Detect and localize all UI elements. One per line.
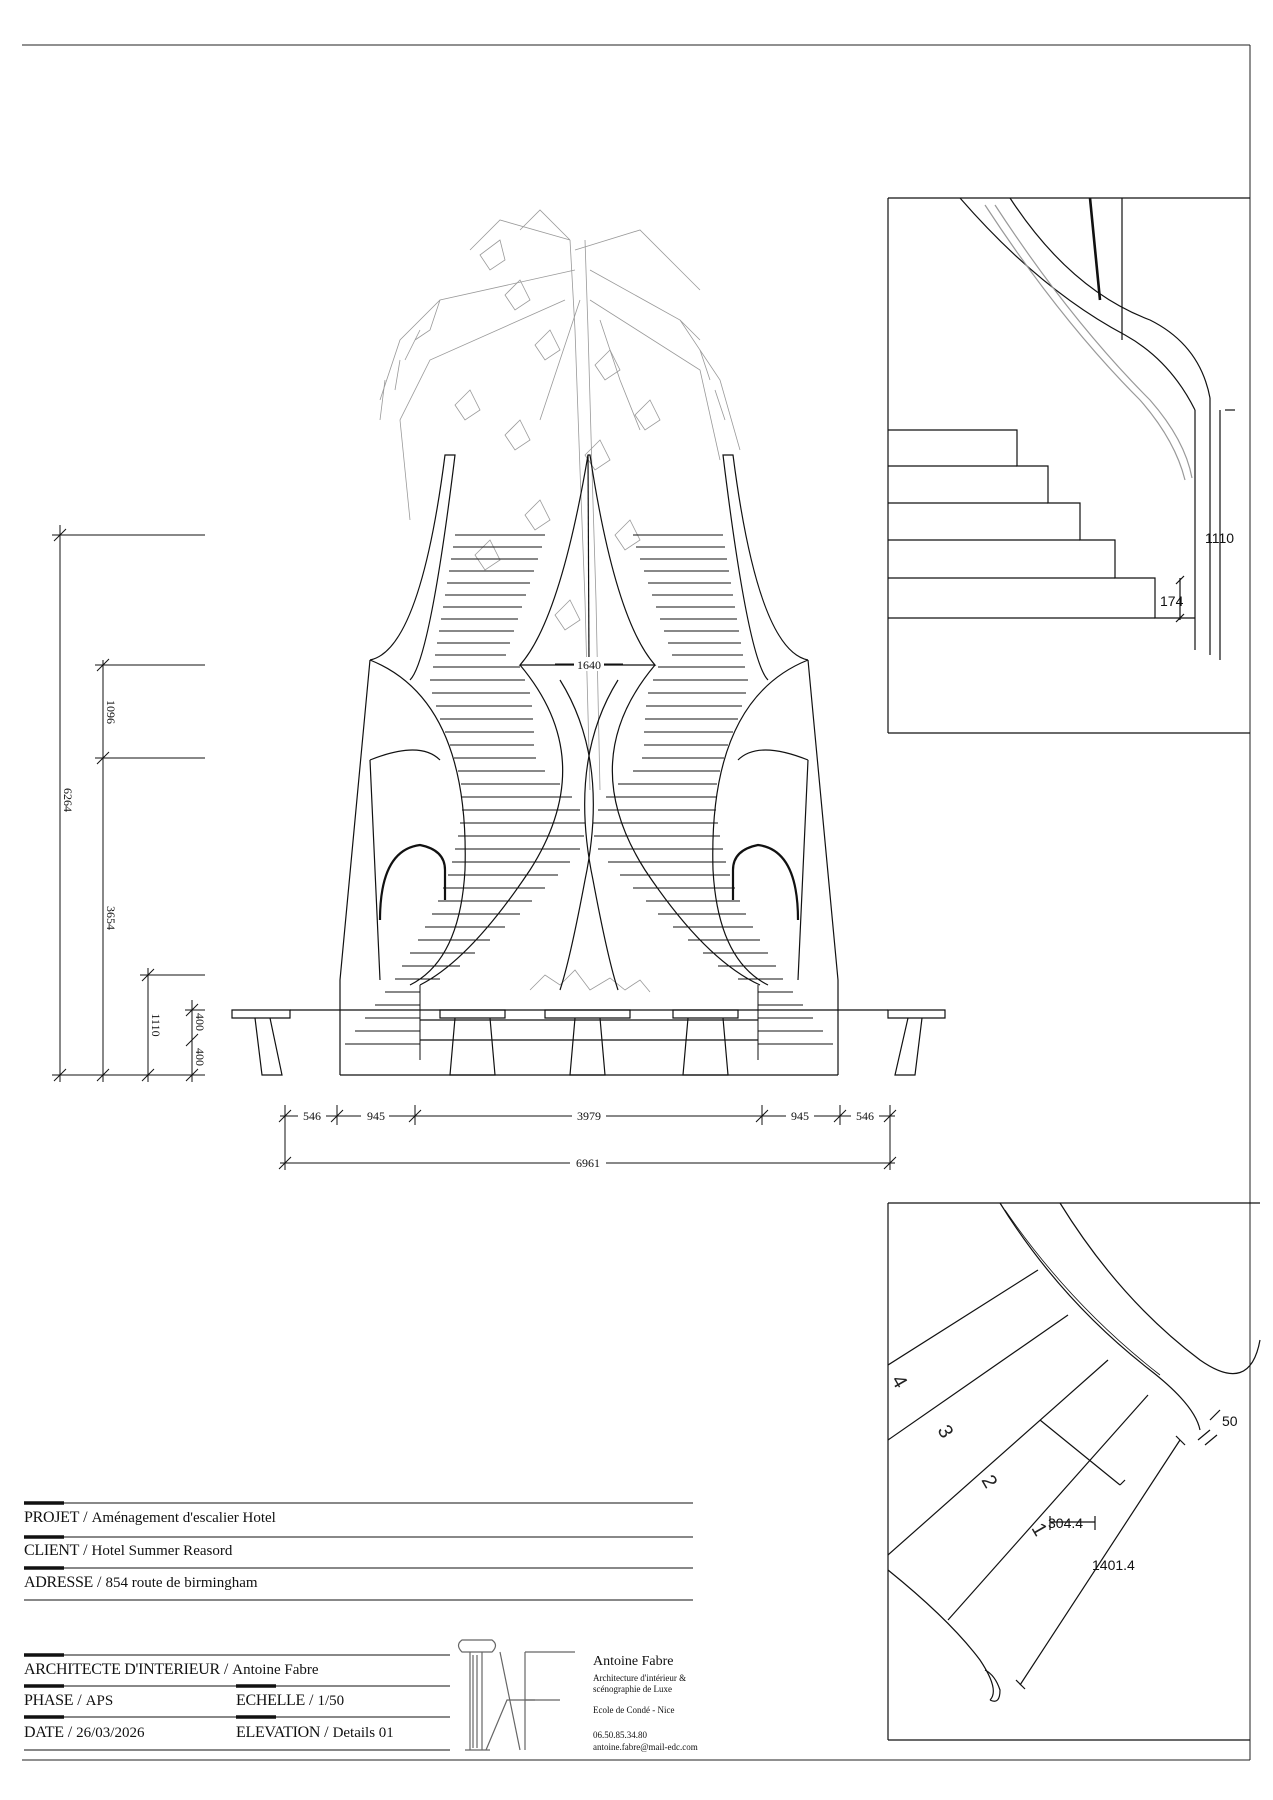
echelle-separator: / bbox=[305, 1692, 318, 1709]
client-row: CLIENT / Hotel Summer Reasord bbox=[24, 1542, 232, 1560]
detail-bottom-dim-50: 50 bbox=[1222, 1413, 1238, 1429]
detail-top-dim-174: 174 bbox=[1160, 593, 1184, 609]
dim-1110: 1110 bbox=[149, 1013, 163, 1036]
dim-945-left: 945 bbox=[367, 1109, 385, 1123]
architecte-row: ARCHITECTE D'INTERIEUR / Antoine Fabre bbox=[24, 1661, 319, 1679]
firm-phone: 06.50.85.34.80 bbox=[593, 1730, 647, 1740]
phase-label: PHASE bbox=[24, 1692, 74, 1709]
detail-bottom-dim-1401-4: 1401.4 bbox=[1092, 1557, 1135, 1573]
phase-row: PHASE / APS bbox=[24, 1692, 113, 1710]
title-block-lines bbox=[24, 1501, 693, 1751]
detail-top-stair-section bbox=[887, 197, 1250, 734]
projet-row: PROJET / Aménagement d'escalier Hotel bbox=[24, 1509, 276, 1527]
detail-top-dim-1110: 1110 bbox=[1205, 530, 1234, 546]
step-number-2: 2 bbox=[977, 1471, 1002, 1492]
architecte-separator: / bbox=[219, 1661, 233, 1678]
firm-email: antoine.fabre@mail-edc.com bbox=[593, 1742, 698, 1752]
dim-546-left: 546 bbox=[303, 1109, 321, 1123]
projet-separator: / bbox=[79, 1509, 92, 1526]
projet-value: Aménagement d'escalier Hotel bbox=[91, 1510, 276, 1526]
phase-separator: / bbox=[73, 1692, 86, 1709]
elevation-row: ELEVATION / Details 01 bbox=[236, 1724, 394, 1742]
date-value: 26/03/2026 bbox=[76, 1725, 145, 1741]
date-label: DATE bbox=[24, 1724, 64, 1741]
detail-bottom-dim-304-4: 304.4 bbox=[1048, 1515, 1083, 1531]
dim-1096: 1096 bbox=[104, 700, 118, 724]
detail-bottom-stair-plan bbox=[887, 1202, 1261, 1741]
dim-546-right: 546 bbox=[856, 1109, 874, 1123]
left-stair-treads bbox=[345, 534, 585, 1060]
firm-name: Antoine Fabre bbox=[593, 1654, 674, 1669]
adresse-separator: / bbox=[93, 1574, 106, 1591]
client-separator: / bbox=[79, 1542, 92, 1559]
dim-1640: 1640 bbox=[577, 658, 601, 672]
dim-3979: 3979 bbox=[577, 1109, 601, 1123]
echelle-label: ECHELLE bbox=[236, 1692, 305, 1709]
step-number-4: 4 bbox=[887, 1371, 912, 1392]
dim-400-upper: 400 bbox=[193, 1013, 207, 1031]
adresse-label: ADRESSE bbox=[24, 1574, 94, 1591]
dim-total-6961: 6961 bbox=[576, 1156, 600, 1170]
af-logo-text: AF bbox=[498, 1743, 500, 1746]
af-logo bbox=[457, 1639, 575, 1751]
echelle-row: ECHELLE / 1/50 bbox=[236, 1692, 344, 1710]
projet-label: PROJET bbox=[24, 1509, 80, 1526]
firm-tagline-1: Architecture d'intérieur & bbox=[593, 1673, 687, 1683]
firm-school: Ecole de Condé - Nice bbox=[593, 1705, 675, 1715]
staircase-elevation bbox=[231, 454, 946, 1076]
architecte-label: ARCHITECTE D'INTERIEUR bbox=[24, 1661, 220, 1678]
dim-945-right: 945 bbox=[791, 1109, 809, 1123]
dim-6264: 6264 bbox=[61, 788, 75, 812]
architecte-value: Antoine Fabre bbox=[232, 1662, 319, 1678]
adresse-value: 854 route de birmingham bbox=[105, 1575, 258, 1591]
elevation-label: ELEVATION bbox=[236, 1724, 321, 1741]
dim-3654: 3654 bbox=[104, 906, 118, 930]
date-row: DATE / 26/03/2026 bbox=[24, 1724, 144, 1742]
client-value: Hotel Summer Reasord bbox=[91, 1543, 233, 1559]
step-number-3: 3 bbox=[933, 1421, 958, 1442]
dim-400-lower: 400 bbox=[193, 1048, 207, 1066]
client-label: CLIENT bbox=[24, 1542, 80, 1559]
elevation-value: Details 01 bbox=[332, 1725, 394, 1741]
phase-value: APS bbox=[85, 1693, 114, 1709]
firm-tagline-2: scénographie de Luxe bbox=[593, 1684, 672, 1694]
sheet-frame bbox=[22, 44, 1251, 1761]
elevation-separator: / bbox=[320, 1724, 333, 1741]
echelle-value: 1/50 bbox=[317, 1693, 345, 1709]
date-separator: / bbox=[63, 1724, 77, 1741]
left-dimension-lines bbox=[52, 525, 205, 1082]
right-stair-treads bbox=[593, 534, 833, 1060]
adresse-row: ADRESSE / 854 route de birmingham bbox=[24, 1574, 258, 1592]
